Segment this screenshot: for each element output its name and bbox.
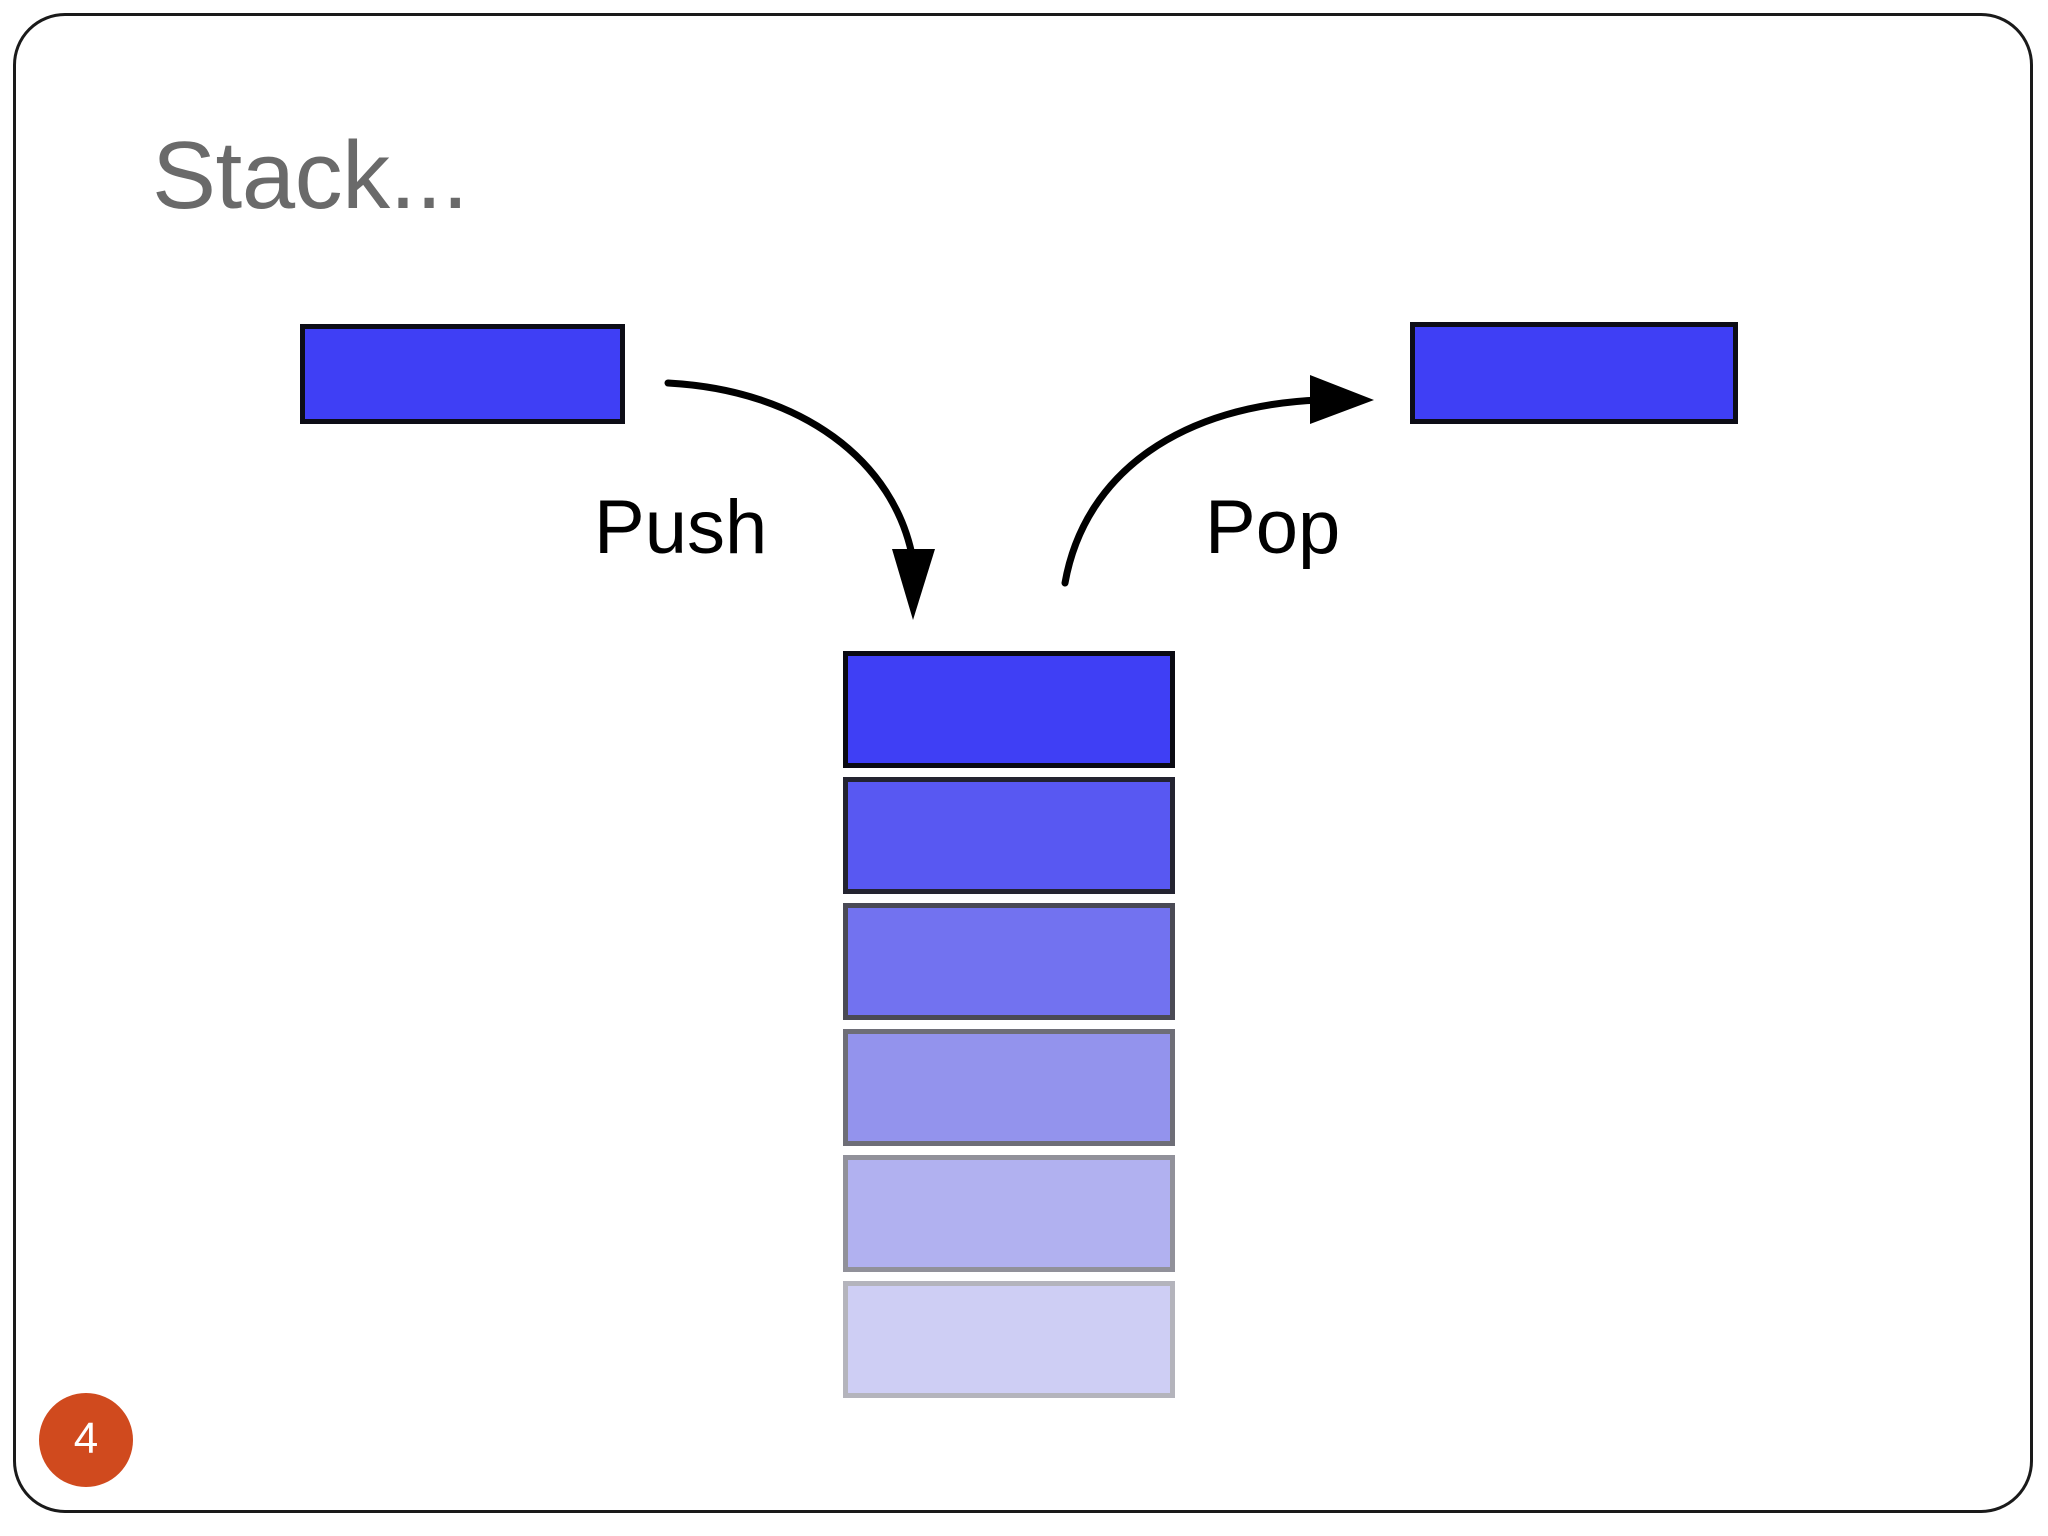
- slide-border-frame: [13, 13, 2033, 1513]
- page-title: Stack...: [152, 122, 469, 229]
- page-number-value: 4: [73, 1413, 99, 1463]
- stack-block: [843, 777, 1175, 894]
- incoming-block: [300, 324, 625, 424]
- stack-block: [843, 651, 1175, 768]
- stack-block: [843, 1029, 1175, 1146]
- stack-block: [843, 1155, 1175, 1272]
- stack-block: [843, 903, 1175, 1020]
- stack-block: [843, 1281, 1175, 1398]
- page-number-badge: 4: [39, 1393, 133, 1487]
- pop-label: Pop: [1205, 485, 1341, 570]
- popped-block: [1410, 322, 1738, 424]
- push-label: Push: [594, 485, 768, 570]
